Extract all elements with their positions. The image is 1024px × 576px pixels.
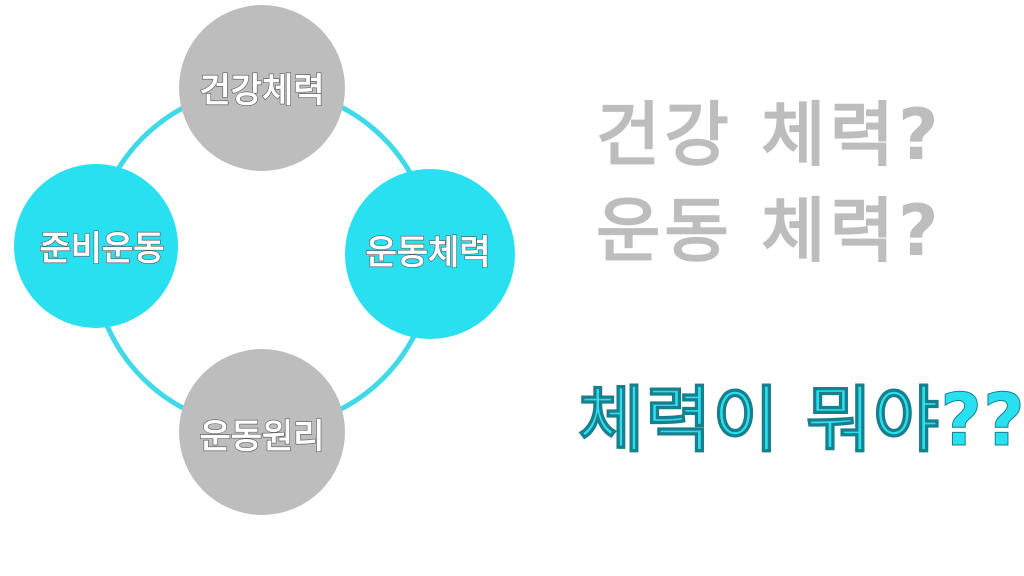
- node-motor-fitness: 운동체력: [345, 169, 515, 339]
- node-circle: [345, 169, 515, 339]
- node-label: 준비운동: [39, 229, 164, 269]
- node-circle: [179, 349, 345, 515]
- node-label: 운동원리: [199, 417, 324, 457]
- node-warmup: 준비운동: [14, 164, 178, 328]
- node-circle: [14, 164, 178, 328]
- node-health-fitness: 건강체력: [179, 5, 345, 171]
- node-label: 운동체력: [365, 233, 490, 273]
- question-health-fitness: 건강 체력?: [596, 94, 943, 176]
- node-exercise-principles: 운동원리: [179, 349, 345, 515]
- node-label: 건강체력: [199, 71, 324, 111]
- node-circle: [179, 5, 345, 171]
- question-motor-fitness: 운동 체력?: [596, 190, 943, 272]
- main-question: 체력이 뭐야??: [578, 378, 1024, 462]
